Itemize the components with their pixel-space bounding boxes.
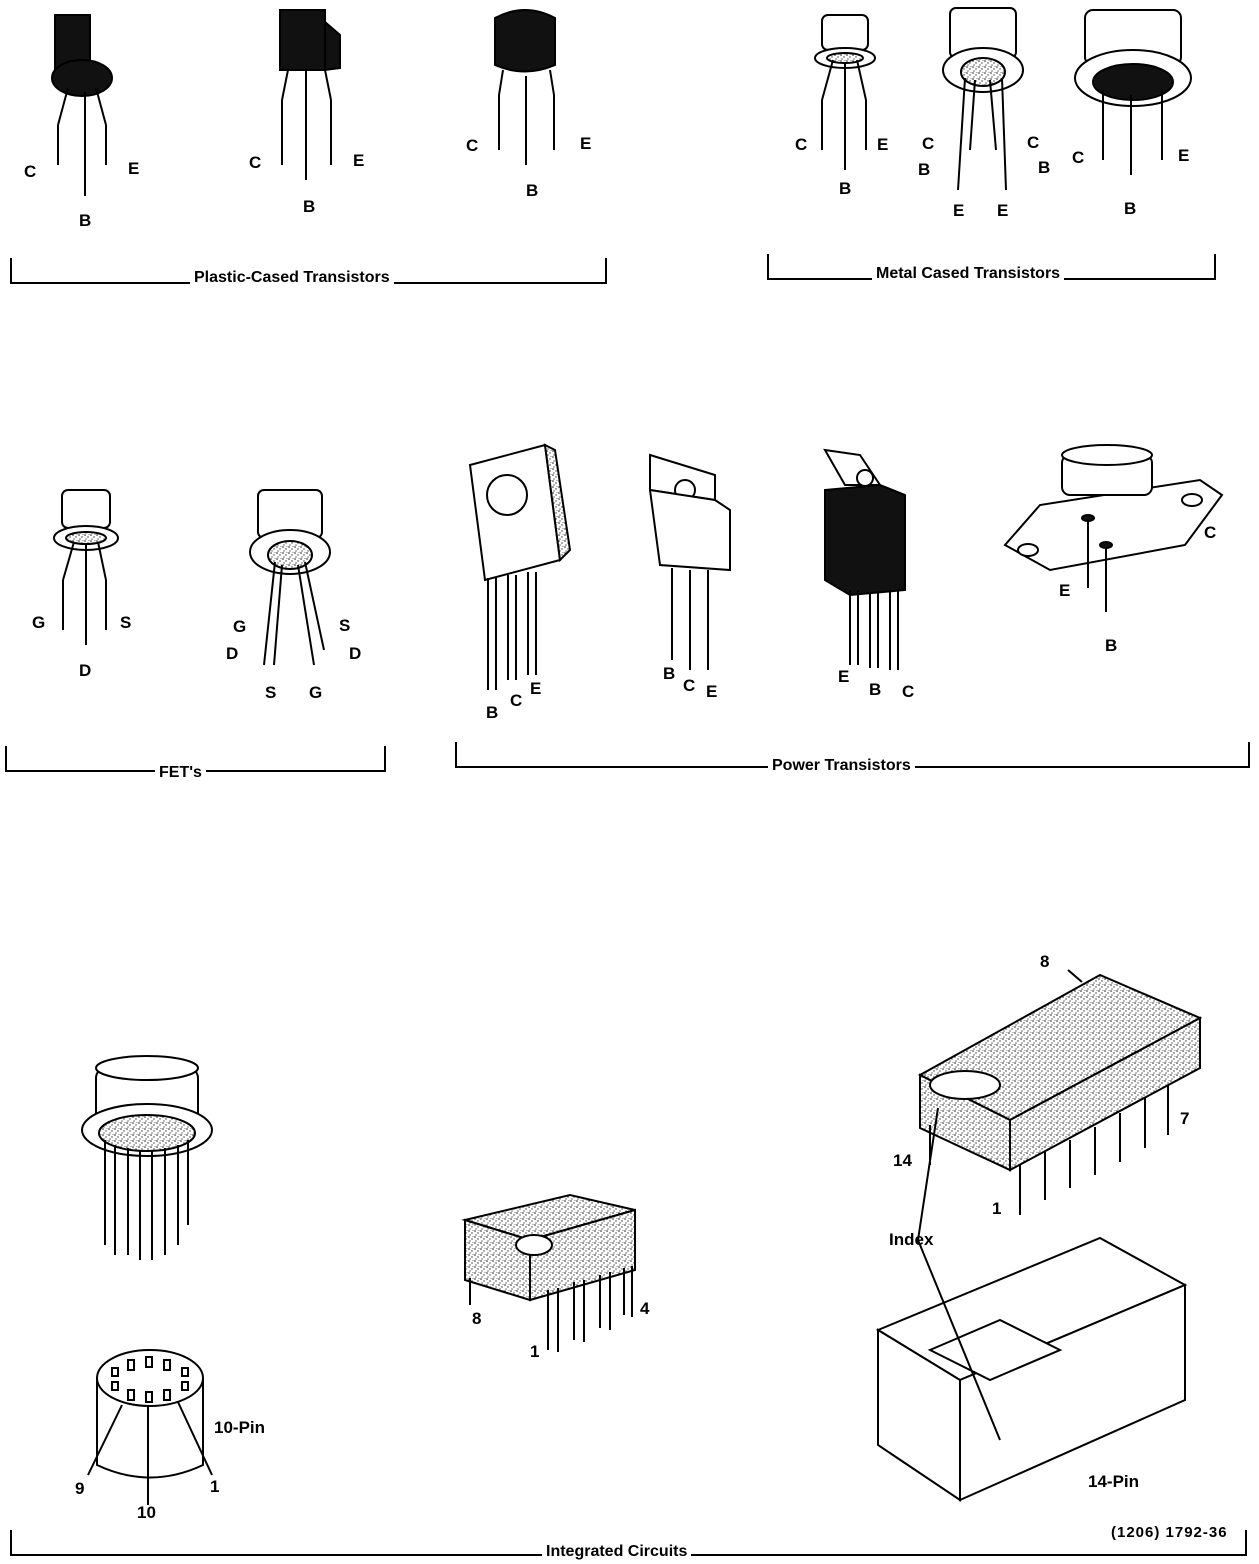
ic-to-can <box>82 1056 212 1260</box>
pin-label: D <box>79 662 91 679</box>
plastic-group-label: Plastic-Cased Transistors <box>190 270 394 286</box>
pin-label: C <box>1204 524 1216 541</box>
power-transistor-4 <box>1005 445 1222 612</box>
pin-label: 7 <box>1180 1110 1189 1127</box>
ic-pinout-cylinder <box>88 1350 212 1505</box>
pin-label: B <box>663 665 675 682</box>
fet-1 <box>54 490 118 645</box>
metal-group-label: Metal Cased Transistors <box>872 266 1064 282</box>
pin-label: G <box>309 684 322 701</box>
pin-label: B <box>526 182 538 199</box>
pin-label: E <box>128 160 139 177</box>
pin-label: C <box>249 154 261 171</box>
pin-label: 14 <box>893 1152 912 1169</box>
pin-label: E <box>838 668 849 685</box>
pin-label: 8 <box>1040 953 1049 970</box>
fets-group-label: FET's <box>155 765 206 781</box>
power-transistor-1 <box>470 445 570 690</box>
plastic-transistor-2 <box>280 10 340 180</box>
pin-label: 1 <box>530 1343 539 1360</box>
pin-label: 8 <box>472 1310 481 1327</box>
pin-label: E <box>877 136 888 153</box>
pin-label: E <box>353 152 364 169</box>
pin-label: E <box>580 135 591 152</box>
plastic-transistor-1 <box>52 15 112 196</box>
pin-label: 9 <box>75 1480 84 1497</box>
pin-label: C <box>510 692 522 709</box>
pin-label: E <box>706 683 717 700</box>
pin-label: G <box>233 618 246 635</box>
pin-label: E <box>1178 147 1189 164</box>
package-name: 14-Pin <box>1088 1473 1139 1490</box>
pin-label: C <box>683 677 695 694</box>
plastic-transistor-3 <box>495 10 555 165</box>
pin-label: C <box>1072 149 1084 166</box>
pin-label: E <box>1059 582 1070 599</box>
index-label: Index <box>889 1231 933 1248</box>
power-transistor-3 <box>825 450 905 670</box>
pin-label: B <box>1105 637 1117 654</box>
pin-label: B <box>303 198 315 215</box>
pin-label: C <box>795 136 807 153</box>
pin-label: 4 <box>640 1300 649 1317</box>
ic-dip8 <box>465 1195 635 1352</box>
fet-2 <box>250 490 330 665</box>
pin-label: C <box>1027 134 1039 151</box>
pin-label: C <box>922 135 934 152</box>
pin-label: B <box>1038 159 1050 176</box>
pin-label: B <box>79 212 91 229</box>
pin-label: E <box>953 202 964 219</box>
pin-label: E <box>530 680 541 697</box>
pin-label: D <box>349 645 361 662</box>
pin-label: C <box>466 137 478 154</box>
pin-label: S <box>265 684 276 701</box>
pin-label: B <box>918 161 930 178</box>
metal-transistor-1 <box>815 15 875 170</box>
metal-transistor-2 <box>943 8 1023 190</box>
power-group-label: Power Transistors <box>768 758 915 774</box>
pin-label: 1 <box>210 1478 219 1495</box>
pin-label: G <box>32 614 45 631</box>
package-name: 10-Pin <box>214 1419 265 1436</box>
power-transistor-2 <box>650 455 730 670</box>
pin-label: 10 <box>137 1504 156 1521</box>
ic-socket-14pin <box>878 1108 1185 1500</box>
pin-label: 1 <box>992 1200 1001 1217</box>
pin-label: B <box>486 704 498 721</box>
pin-label: C <box>24 163 36 180</box>
ic-dip14 <box>920 970 1200 1215</box>
pin-label: B <box>1124 200 1136 217</box>
pin-label: B <box>839 180 851 197</box>
pin-label: S <box>120 614 131 631</box>
pin-label: B <box>869 681 881 698</box>
figure-reference: (1206) 1792-36 <box>1108 1524 1231 1541</box>
metal-transistor-3 <box>1075 10 1191 175</box>
pin-label: S <box>339 617 350 634</box>
pin-label: E <box>997 202 1008 219</box>
pin-label: C <box>902 683 914 700</box>
pin-label: D <box>226 645 238 662</box>
ics-group-label: Integrated Circuits <box>542 1544 691 1560</box>
